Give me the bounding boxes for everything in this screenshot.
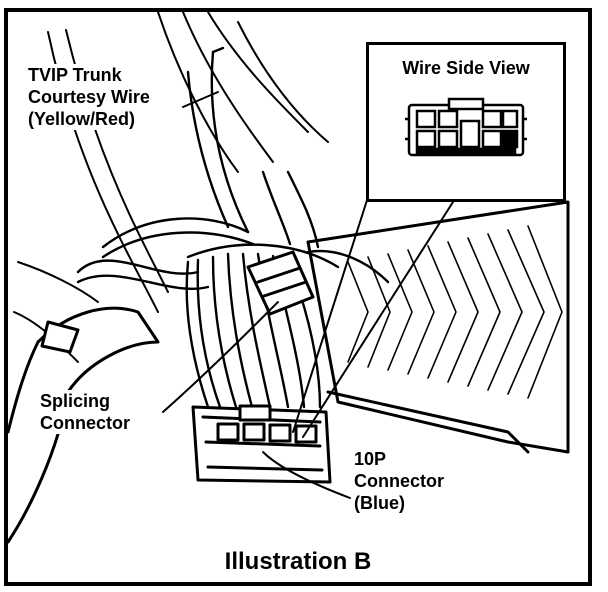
illustration-caption: Illustration B: [224, 548, 372, 575]
splicing-connector-label: Splicing Connector: [38, 390, 132, 434]
ten-p-label-line-3: (Blue): [354, 493, 405, 513]
tvip-label-line-3: (Yellow/Red): [28, 109, 136, 129]
wire-side-view-inset: Wire Side View: [366, 42, 566, 202]
wire-harness: [76, 46, 390, 409]
splice-label-line-2: Connector: [40, 413, 130, 433]
tvip-label-line-1: TVIP Trunk: [28, 65, 122, 85]
leader-lines: [162, 91, 454, 499]
tvip-label-line-2: Courtesy Wire: [28, 87, 150, 107]
ten-pin-connector-label: 10P Connector (Blue): [352, 448, 446, 514]
ten-p-label-line-2: Connector: [354, 471, 444, 491]
splice-label-line-1: Splicing: [40, 391, 111, 411]
wiring-illustration: [8, 12, 570, 544]
tvip-trunk-wire-label: TVIP Trunk Courtesy Wire (Yellow/Red): [26, 64, 152, 130]
ten-pin-connector-shape: [191, 404, 332, 484]
panel-texture: [306, 200, 570, 454]
splicing-connector-shape: [246, 250, 315, 316]
ten-p-label-line-1: 10P: [354, 449, 387, 469]
connector-face-drawing: [405, 97, 527, 157]
illustration-frame: TVIP Trunk Courtesy Wire (Yellow/Red) Sp…: [4, 8, 592, 586]
inset-title: Wire Side View: [402, 58, 530, 78]
